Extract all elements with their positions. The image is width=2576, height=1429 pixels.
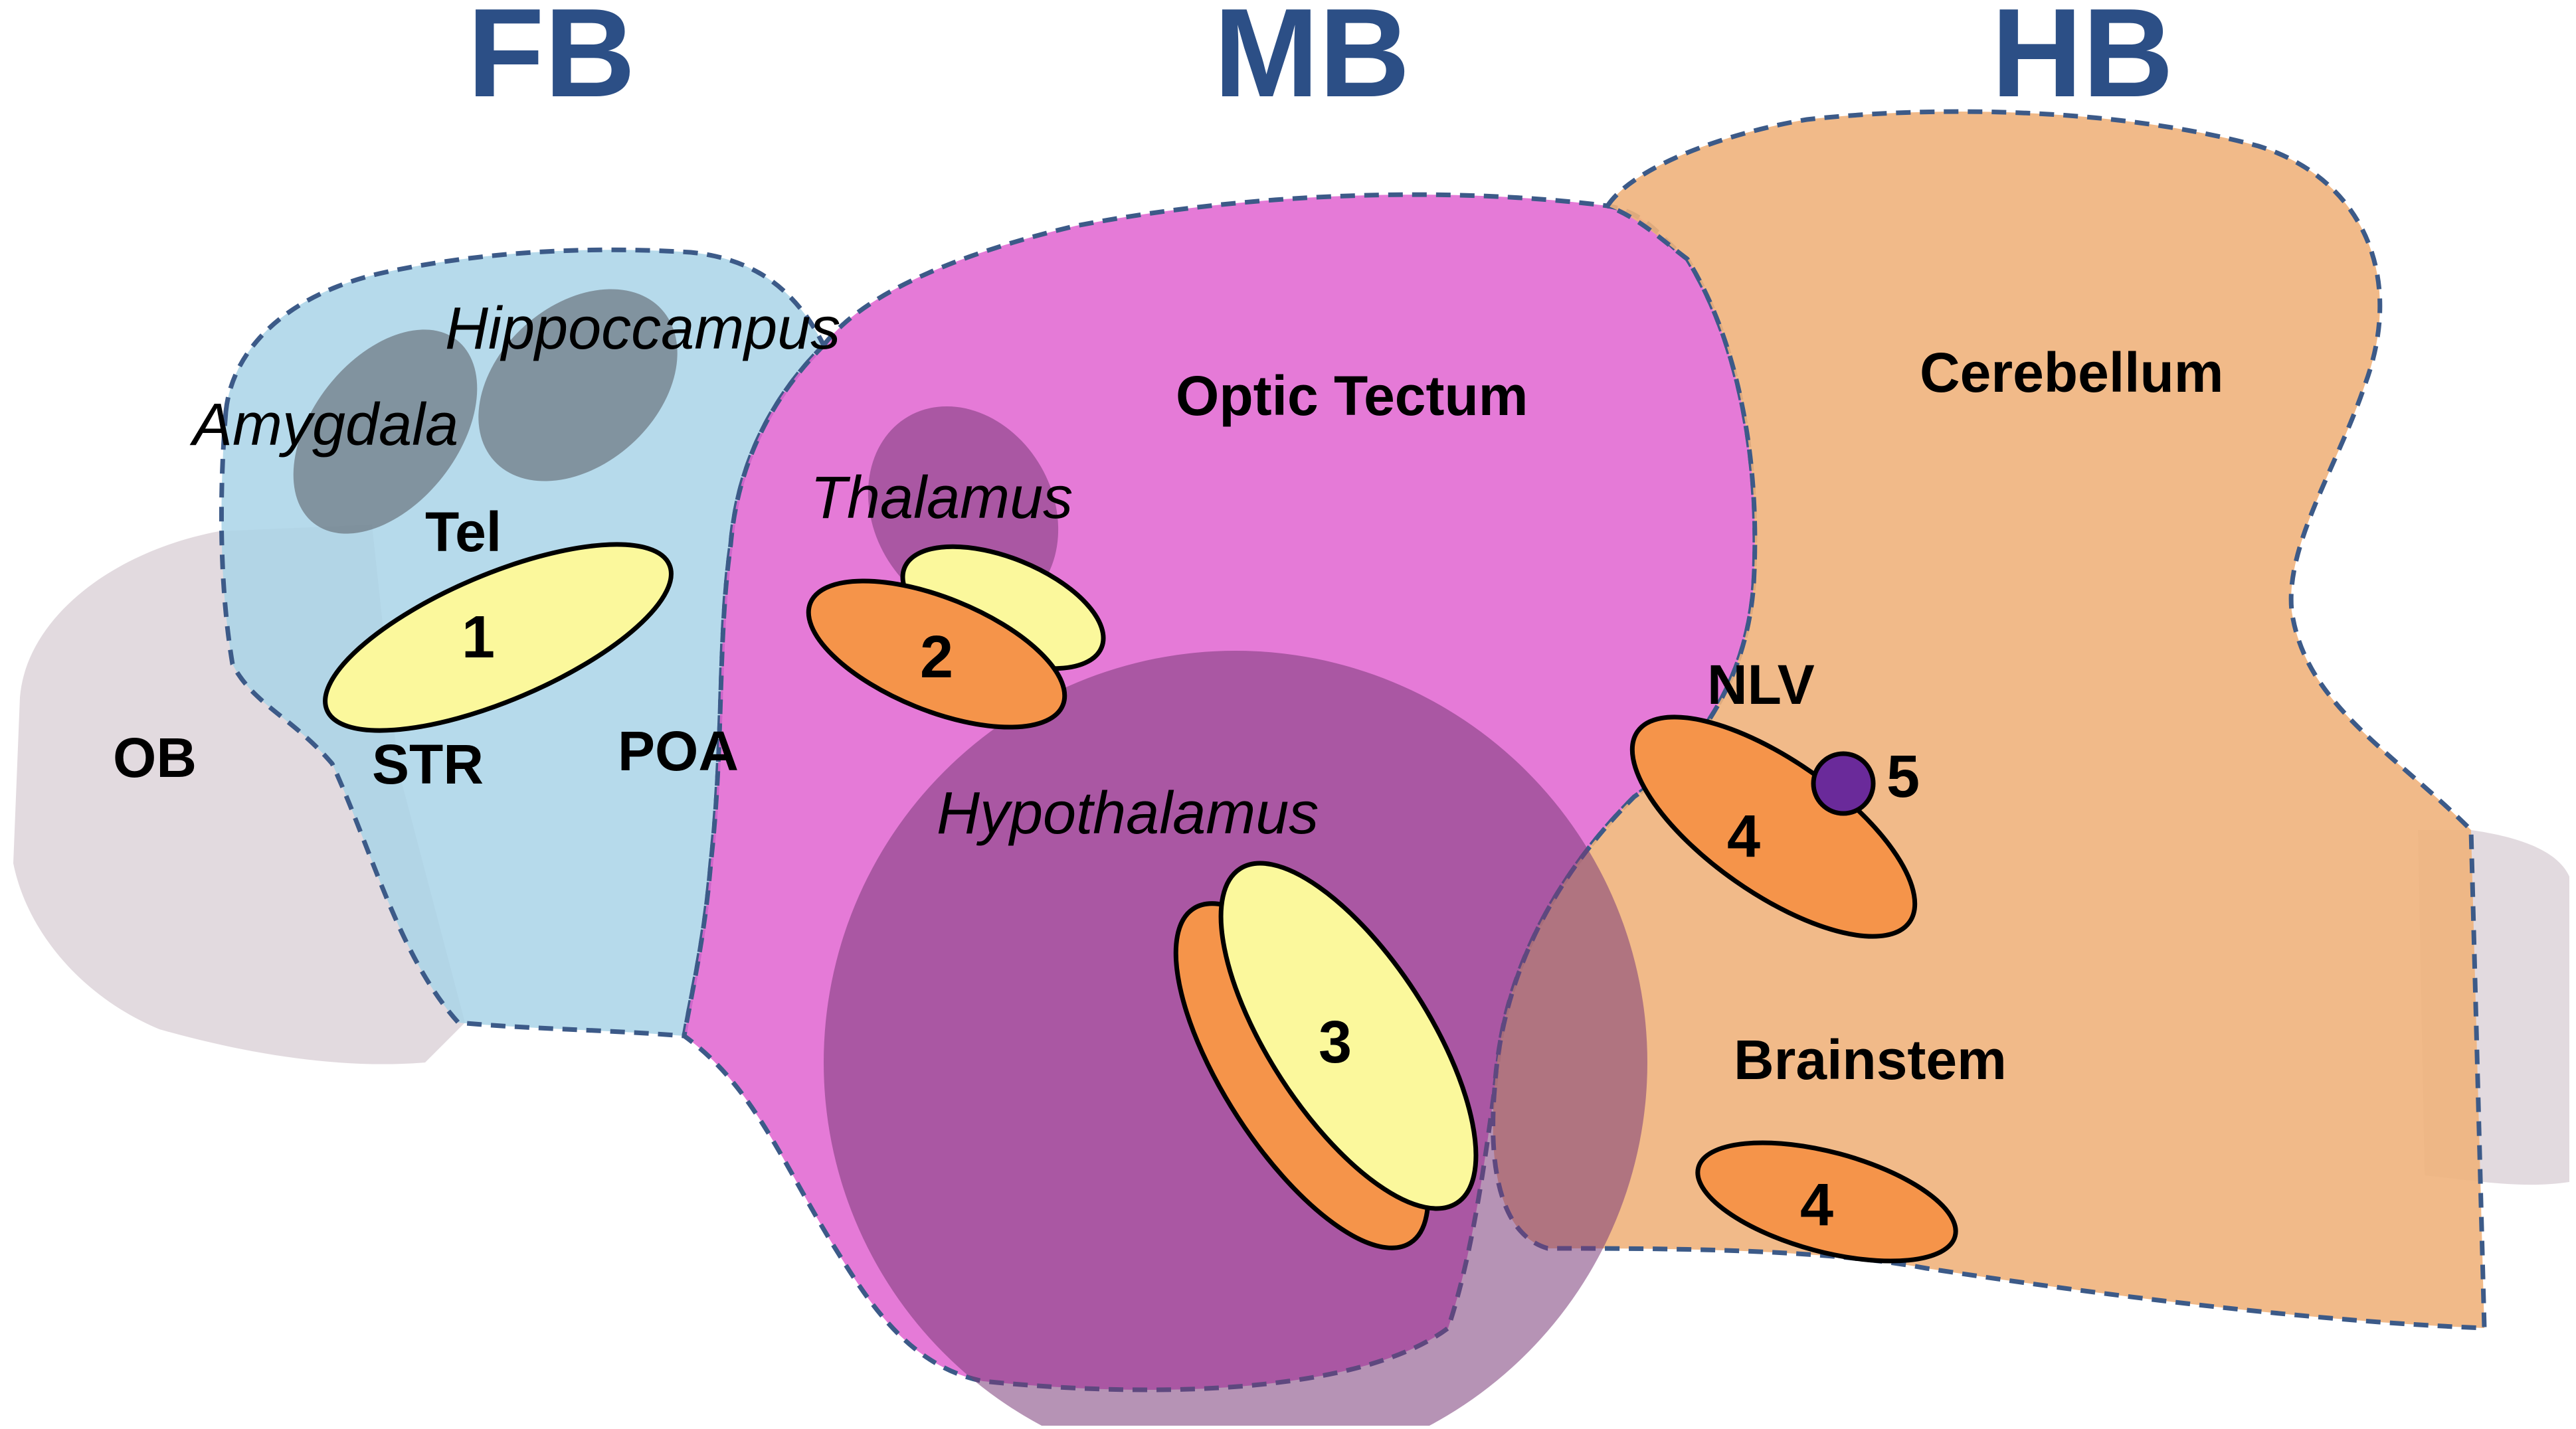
label-str: STR: [372, 733, 484, 796]
label-hypothalamus: Hypothalamus: [937, 780, 1319, 847]
label-thalamus: Thalamus: [810, 465, 1073, 531]
marker-4-upper-label: 4: [1727, 803, 1760, 870]
label-brainstem: Brainstem: [1734, 1029, 2007, 1091]
marker-2-orange-ellipse: [806, 578, 1067, 730]
label-optic-tectum: Optic Tectum: [1176, 365, 1528, 427]
marker-4-upper-ellipse: [1629, 714, 1918, 939]
marker-2-label: 2: [920, 624, 953, 691]
label-hippocampus: Hippoccampus: [445, 295, 840, 362]
marker-4-lower-label: 4: [1800, 1172, 1833, 1238]
label-amygdala: Amygdala: [189, 392, 458, 458]
marker-1-label: 1: [462, 604, 495, 671]
label-nlv: NLV: [1707, 653, 1815, 716]
hindbrain-region: [1491, 109, 2487, 1331]
marker-4-lower-ellipse: [1695, 1140, 1958, 1264]
hippocampus-region: [478, 289, 678, 481]
hindbrain-title: HB: [1991, 0, 2173, 124]
label-ob: OB: [113, 726, 197, 789]
marker-5-label: 5: [1886, 744, 1920, 810]
marker-5-circle: [1811, 751, 1876, 816]
label-cerebellum: Cerebellum: [1920, 341, 2224, 404]
amygdala-region: [293, 329, 478, 534]
marker-3-label: 3: [1319, 1009, 1352, 1076]
forebrain-title: FB: [467, 0, 635, 124]
label-poa: POA: [618, 720, 739, 782]
label-tel: Tel: [425, 501, 502, 563]
marker-1-ellipse: [323, 542, 674, 733]
midbrain-title: MB: [1214, 0, 1410, 124]
marker-3-yellow-ellipse: [1218, 861, 1479, 1211]
